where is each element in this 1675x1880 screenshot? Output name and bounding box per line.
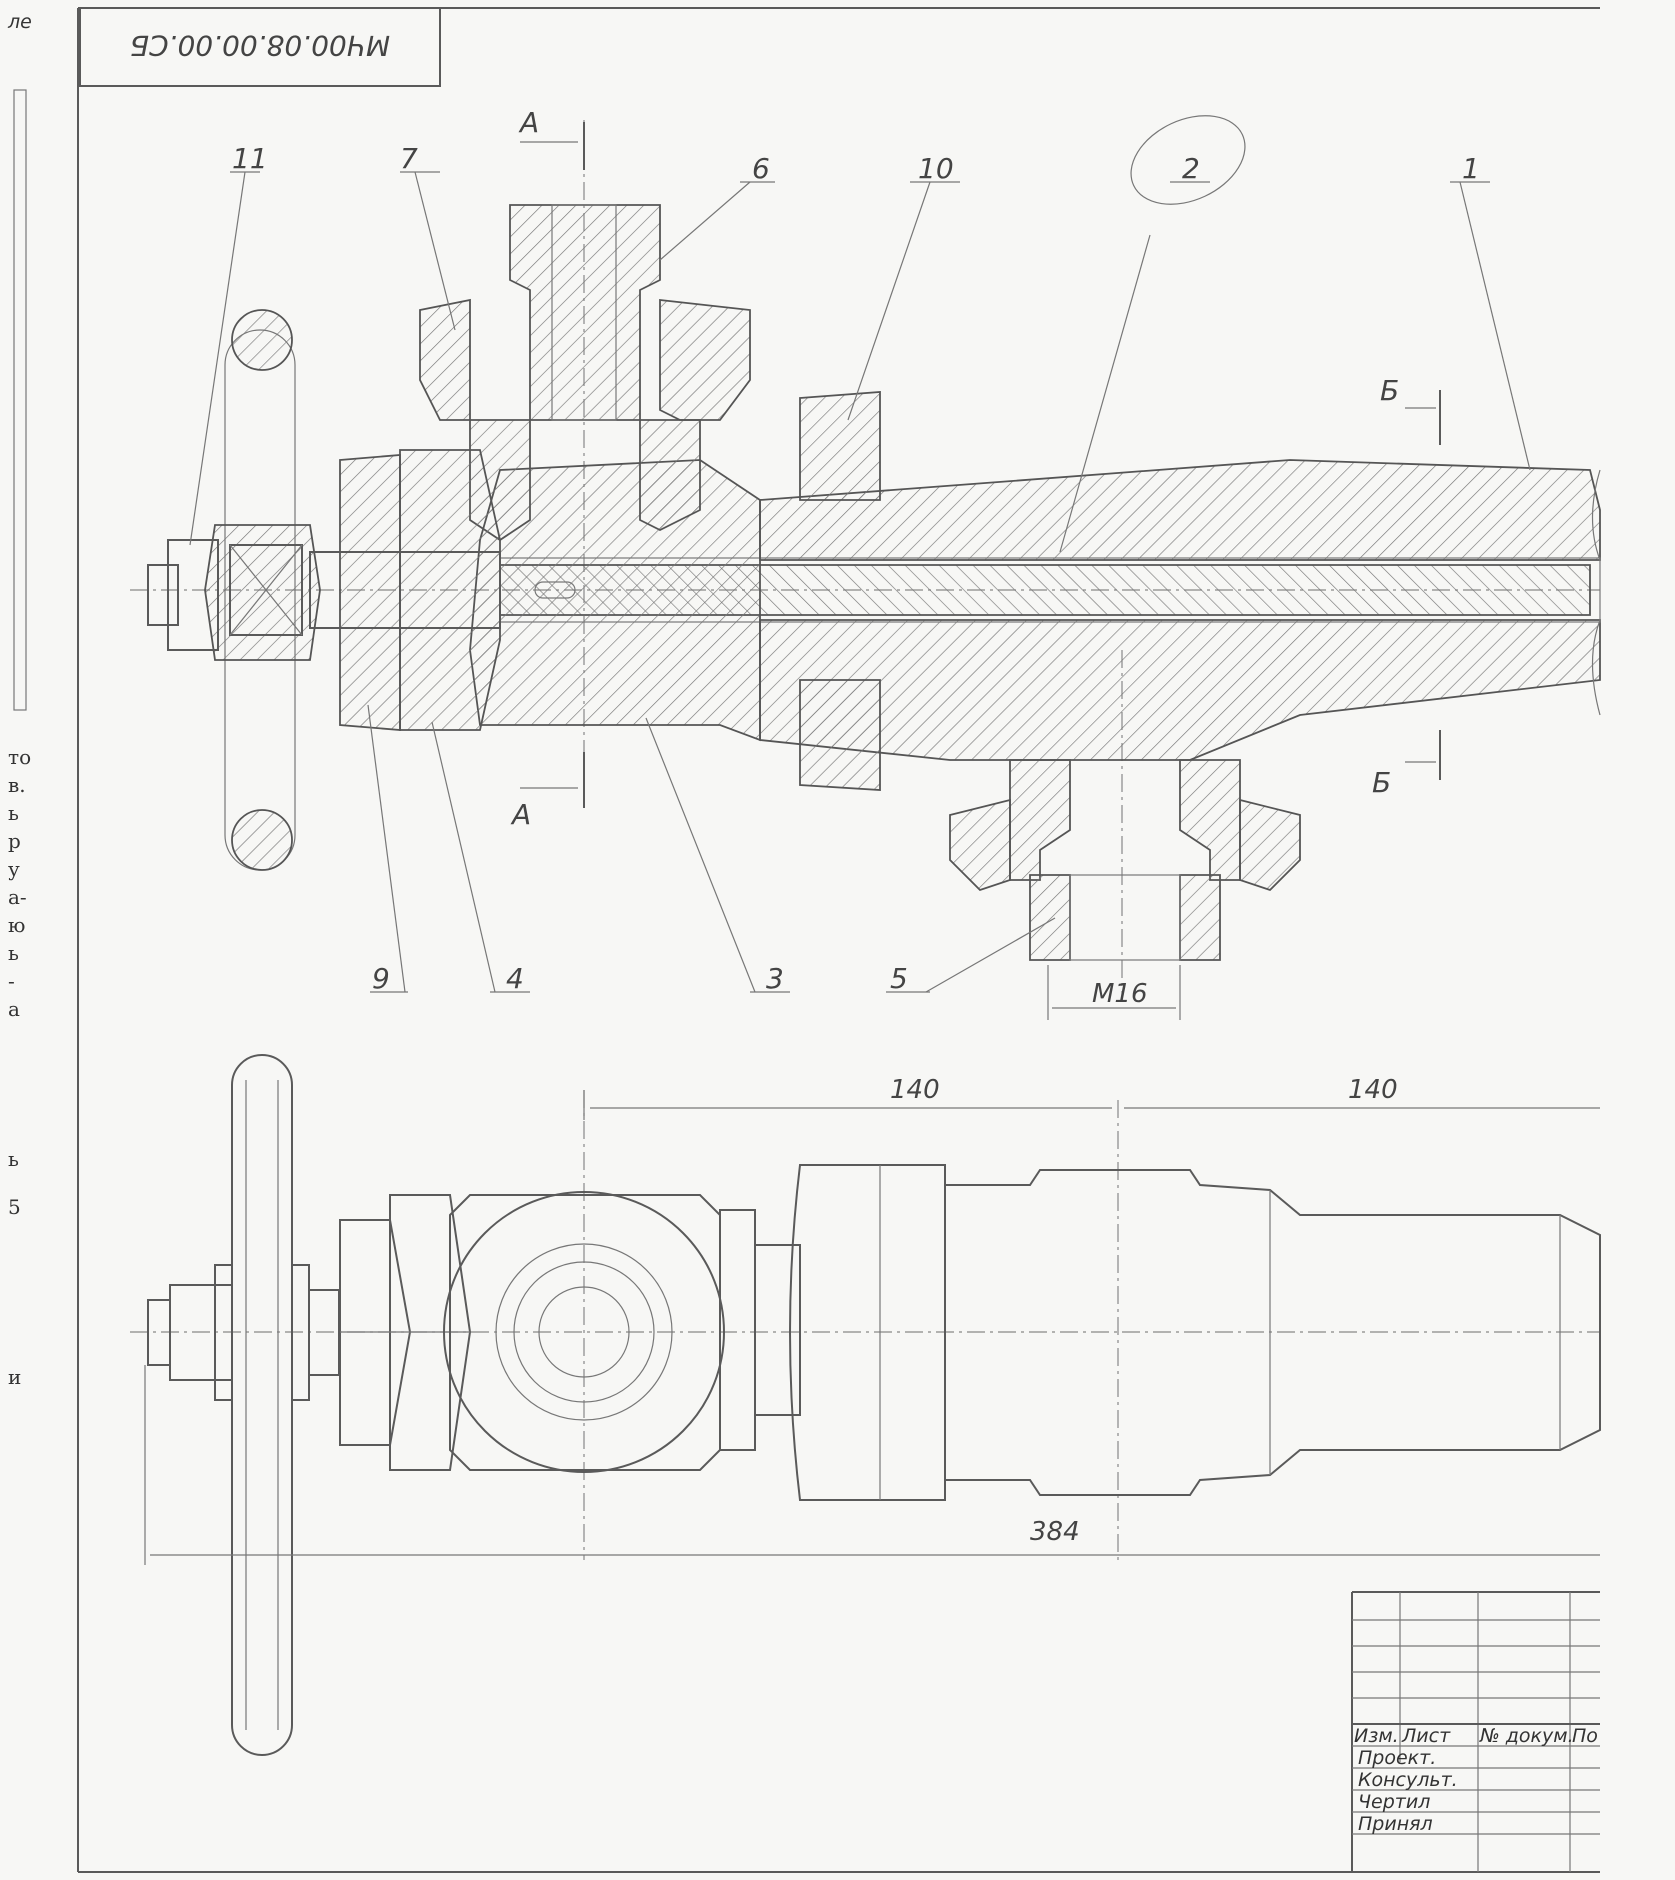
- title-header-list: Лист: [1401, 1725, 1451, 1747]
- title-row-drew: Чертил: [1358, 1791, 1430, 1813]
- side-mark: и: [8, 1365, 21, 1389]
- side-mark: ь: [8, 1147, 19, 1171]
- dim-140-right: 140: [1348, 1075, 1398, 1105]
- title-block: [1351, 1591, 1600, 1872]
- part-number-7: 7: [400, 142, 418, 175]
- section-marks: [520, 122, 1441, 808]
- side-mark: -: [8, 969, 15, 993]
- corner-mark: ле: [7, 11, 32, 33]
- part-number-1: 1: [1462, 152, 1480, 185]
- part-number-4: 4: [506, 962, 524, 995]
- dim-384: 384: [1030, 1517, 1080, 1547]
- part-number-11: 11: [232, 142, 268, 175]
- side-mark: в.: [8, 773, 26, 797]
- side-mark: ь: [8, 941, 19, 965]
- drawing-code: МЧ00.08.00.00.СБ: [130, 29, 390, 62]
- title-row-project: Проект.: [1358, 1747, 1436, 1769]
- sheet-frame: [13, 7, 1600, 1873]
- part-number-3: 3: [766, 962, 784, 995]
- handwritten-circle: [1130, 115, 1246, 205]
- part-number-10: 10: [918, 152, 954, 185]
- side-mark: ь: [8, 801, 19, 825]
- section-a-bottom: А: [510, 798, 531, 831]
- side-mark: а: [8, 997, 20, 1021]
- title-header-izm: Изм.: [1354, 1725, 1399, 1747]
- section-a-top: А: [518, 106, 539, 139]
- part-number-5: 5: [890, 962, 908, 995]
- section-b-bottom: Б: [1372, 766, 1391, 799]
- side-mark: 5: [8, 1195, 21, 1219]
- side-mark: то: [8, 745, 31, 769]
- title-row-consult: Консульт.: [1358, 1769, 1458, 1791]
- side-marks: то в. ь р у а- ю ь - а ь 5 и: [8, 745, 31, 1389]
- part-number-6: 6: [752, 152, 770, 185]
- side-mark: р: [8, 829, 21, 853]
- thread-dimension: [1047, 965, 1181, 1020]
- part-number-2: 2: [1182, 152, 1200, 185]
- exterior-view: [130, 1054, 1601, 1756]
- title-header-doc: № докум.: [1479, 1725, 1574, 1747]
- side-mark: у: [8, 857, 20, 881]
- leader-lines: [189, 171, 1531, 993]
- title-row-accepted: Принял: [1358, 1813, 1433, 1835]
- side-mark: ю: [8, 913, 25, 937]
- section-b-top: Б: [1380, 374, 1399, 407]
- dim-140-left: 140: [890, 1075, 940, 1105]
- part-number-9: 9: [372, 962, 390, 995]
- sectional-view: [130, 120, 1601, 1000]
- side-mark: а-: [8, 885, 27, 909]
- dimension-lines: [144, 1090, 1600, 1565]
- thread-label: M16: [1092, 979, 1148, 1009]
- title-header-po: По: [1572, 1725, 1598, 1747]
